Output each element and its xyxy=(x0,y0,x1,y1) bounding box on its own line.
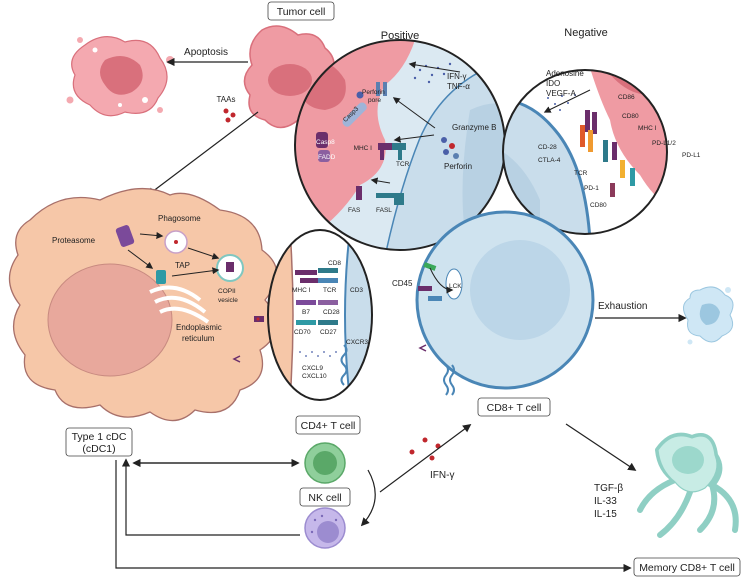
granzyme-b-label: Granzyme B xyxy=(452,123,496,132)
ifn-gamma-particles xyxy=(409,437,441,461)
ifn-gamma-label: IFN-γ xyxy=(430,470,454,481)
positive-mhc1-label: MHC I xyxy=(354,145,373,152)
negative-title: Negative xyxy=(564,27,607,39)
il33-label: IL-33 xyxy=(594,496,617,507)
positive-inset xyxy=(294,39,506,251)
nk-cell-label: NK cell xyxy=(308,492,341,504)
cd8-t-cell-label-box: CD8+ T cell xyxy=(477,397,551,417)
fadd-label: FADD xyxy=(318,154,336,161)
cxcl10-label: CXCL10 xyxy=(302,373,327,380)
il15-label: IL-15 xyxy=(594,509,617,520)
phagosome-label: Phagosome xyxy=(158,214,201,223)
memory-cd8-label-box: Memory CD8+ T cell xyxy=(633,557,741,577)
negative-tcr-label: TCR xyxy=(574,170,588,177)
memory-arrow xyxy=(565,423,637,471)
ctla4-label: CTLA-4 xyxy=(538,157,561,164)
vegf-a-label: VEGF-A xyxy=(546,89,576,98)
cd4-t-cell-label-box: CD4+ T cell xyxy=(295,415,361,435)
apoptotic-tumor-cell xyxy=(66,36,174,117)
perforin-pore-label-1: Perforin xyxy=(362,89,385,96)
pdl1-label: PD-L1 xyxy=(682,152,701,159)
synapse-tcr-label: TCR xyxy=(323,287,337,294)
taas-label: TAAs xyxy=(217,95,236,104)
negative-inset xyxy=(502,69,668,235)
negative-cd80-label: CD80 xyxy=(622,113,639,120)
cd45-label: CD45 xyxy=(392,279,413,288)
tumor-cell-label: Tumor cell xyxy=(277,6,326,18)
casp8-label: Casp8 xyxy=(316,139,335,146)
cd3-label: CD3 xyxy=(350,287,363,294)
fas-label: FAS xyxy=(348,207,361,214)
perforin-label: Perforin xyxy=(444,162,472,171)
synapse-inset xyxy=(267,229,373,401)
b7-label: B7 xyxy=(302,309,310,316)
cd86-label: CD86 xyxy=(618,94,635,101)
lck-label: LCK xyxy=(449,283,462,290)
memory-cd8-label: Memory CD8+ T cell xyxy=(639,562,735,574)
exhausted-t-cell xyxy=(683,286,734,345)
adenosine-label: Adenosine xyxy=(546,69,584,78)
nk-cell xyxy=(304,507,346,549)
cxcl9-label: CXCL9 xyxy=(302,365,323,372)
ido-label: IDO xyxy=(546,79,560,88)
cd4-to-nk-arrow xyxy=(360,469,376,527)
dc-to-memory-arrow xyxy=(115,460,632,573)
cd4-t-cell xyxy=(304,442,346,484)
copii-label-2: vesicle xyxy=(218,297,238,304)
tnf-alpha-label: TNF-α xyxy=(447,82,470,91)
taas-particles xyxy=(223,108,236,123)
cd8-label: CD8 xyxy=(328,260,341,267)
nk-to-dc-arrow xyxy=(121,458,300,536)
proteasome-label: Proteasome xyxy=(52,236,96,245)
positive-tcr-label: TCR xyxy=(396,161,410,168)
fasl-label: FASL xyxy=(376,207,392,214)
copii-label-1: COPII xyxy=(218,288,236,295)
positive-title: Positive xyxy=(381,30,420,42)
cd27-label: CD27 xyxy=(320,329,337,336)
pd1-label: PD-1 xyxy=(584,185,599,192)
cd8-t-cell xyxy=(415,210,595,396)
er-label-1: Endoplasmic xyxy=(176,323,222,332)
er-label-2: reticulum xyxy=(182,334,215,343)
cdc1-label-box: Type 1 cDC (cDC1) xyxy=(65,427,133,457)
cd4-t-cell-label: CD4+ T cell xyxy=(301,420,356,432)
cd70-label: CD70 xyxy=(294,329,311,336)
cdc1-label-1: Type 1 cDC xyxy=(72,431,127,443)
memory-t-cell xyxy=(637,432,739,538)
tgf-beta-label: TGF-β xyxy=(594,483,623,494)
cd28-neg-label: CD-28 xyxy=(538,144,557,151)
dendritic-cell xyxy=(8,187,278,422)
apoptosis-label: Apoptosis xyxy=(184,47,228,58)
cd80-lower-label: CD80 xyxy=(590,202,607,209)
perforin-pore-label-2: pore xyxy=(368,97,381,104)
exhaustion-label: Exhaustion xyxy=(598,301,647,312)
negative-mhc1-label: MHC I xyxy=(638,125,657,132)
tumor-cell-label-box: Tumor cell xyxy=(267,1,335,21)
ifn-gamma-label-1: IFN-γ xyxy=(447,72,467,81)
synapse-mhc1-label: MHC I xyxy=(292,287,311,294)
taas-uptake-arrow xyxy=(146,111,259,197)
ifn-gamma-arrow xyxy=(379,423,472,493)
cdc1-label-2: (cDC1) xyxy=(82,443,115,455)
pdl1-2-label: PD-L1/2 xyxy=(652,140,676,147)
cd8-t-cell-label: CD8+ T cell xyxy=(487,402,542,414)
tap-label: TAP xyxy=(175,261,190,270)
nk-cell-label-box: NK cell xyxy=(299,487,351,507)
cd28-synapse-label: CD28 xyxy=(323,309,340,316)
cxcr3-label: CXCR3 xyxy=(346,339,368,346)
